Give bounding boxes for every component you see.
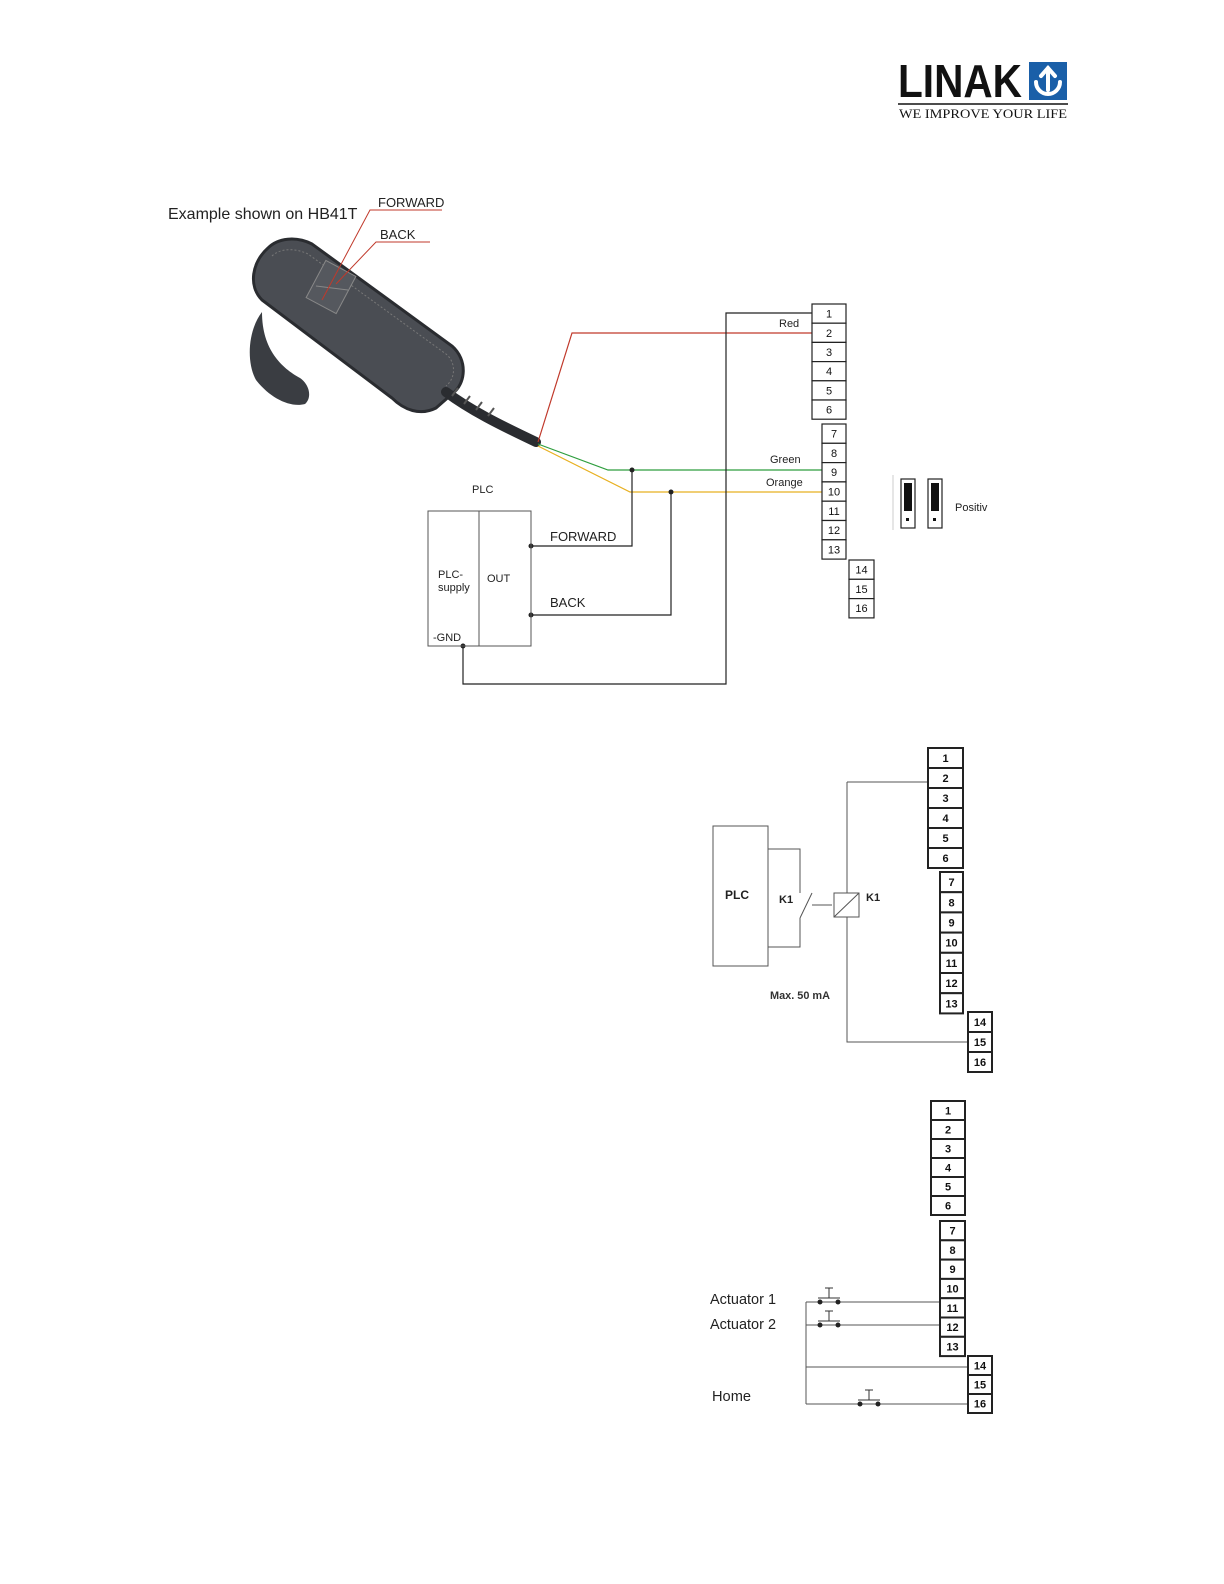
figure-push-buttons: Actuator 1 Actuator 2 Home 1234567891011… [710,1101,992,1413]
terminal-number: 5 [942,833,948,845]
terminal-number: 12 [946,1322,958,1334]
terminal-number: 2 [945,1124,951,1136]
plc-supply-label-2: supply [438,582,470,594]
wire-orange-label: Orange [766,477,803,489]
plc-title: PLC [472,484,493,496]
terminal-number: 6 [942,853,948,865]
actuator1-label: Actuator 1 [710,1291,776,1308]
linak-logo: LINAK WE IMPROVE YOUR LIFE [898,55,1068,121]
terminal-number: 15 [974,1379,986,1391]
terminal-number: 3 [942,793,948,805]
terminal-number: 9 [949,1264,955,1276]
terminal-number: 14 [974,1360,987,1372]
terminal-number: 12 [945,978,957,990]
home-label: Home [712,1388,751,1405]
terminal-number: 8 [948,897,954,909]
terminal-number: 7 [949,1226,955,1238]
wire-green-label: Green [770,454,801,466]
fig1-caption: Example shown on HB41T [168,206,358,223]
terminal-number: 11 [947,1303,959,1315]
terminal-number: 9 [948,917,954,929]
terminal-number: 3 [945,1143,951,1155]
pushbutton-icon [818,1288,880,1400]
terminal-number: 13 [828,544,840,556]
terminal-number: 1 [942,753,948,765]
terminal-number: 1 [945,1105,951,1117]
figure-relay-wiring: PLC K1 K1 Max. 50 mA 1234567891011121314… [713,748,992,1072]
btn-forward-label: FORWARD [378,195,444,210]
dip-switch-icon [893,475,942,530]
terminal-number: 14 [974,1017,987,1029]
terminal-number: 15 [855,584,867,596]
btn-back-label: BACK [380,227,416,242]
plc-back-label: BACK [550,595,586,610]
terminal-number: 16 [974,1398,986,1410]
terminal-number: 10 [945,938,957,950]
terminal-number: 14 [855,565,867,577]
wire-red-label: Red [779,318,799,330]
terminal-number: 11 [946,958,958,970]
terminal-number: 11 [828,506,839,518]
terminal-number: 12 [828,525,840,537]
plc-gnd-label: -GND [433,632,461,644]
wire-red [538,333,812,442]
terminal-number: 7 [948,877,954,889]
terminal-number: 8 [949,1245,955,1257]
plc-forward-label: FORWARD [550,529,616,544]
terminal-number: 4 [945,1162,952,1174]
terminal-number: 13 [945,998,957,1010]
terminal-number: 2 [826,328,832,340]
terminal-number: 8 [831,448,837,460]
terminal-number: 4 [942,813,949,825]
coil-label: K1 [866,892,880,904]
terminal-number: 13 [946,1341,958,1353]
terminal-number: 15 [974,1037,986,1049]
terminal-number: 2 [942,773,948,785]
plc-supply-label-1: PLC- [438,569,463,581]
terminal-number: 9 [831,467,837,479]
terminal-number: 10 [828,487,840,499]
logo-tagline: WE IMPROVE YOUR LIFE [899,106,1067,121]
terminal-number: 5 [826,385,832,397]
current-note: Max. 50 mA [770,990,830,1002]
actuator2-label: Actuator 2 [710,1316,776,1333]
figure-handset-wiring: Example shown on HB41T FORWARD BACK Red … [168,195,988,684]
terminal-number: 6 [826,405,832,417]
plc-label-2: PLC [725,888,749,902]
terminal-number: 4 [826,366,832,378]
terminal-number: 3 [826,347,832,359]
contact-label: K1 [779,894,793,906]
terminal-number: 7 [831,429,837,441]
handset-icon [250,239,536,442]
terminal-number: 16 [855,603,867,615]
terminal-number: 6 [945,1200,951,1212]
terminal-number: 10 [946,1284,958,1296]
plc-out-label: OUT [487,573,511,585]
switch-label: Positiv [955,502,988,514]
terminal-number: 1 [826,309,832,321]
terminal-number: 5 [945,1181,951,1193]
terminal-number: 16 [974,1057,986,1069]
logo-text: LINAK [898,55,1022,107]
